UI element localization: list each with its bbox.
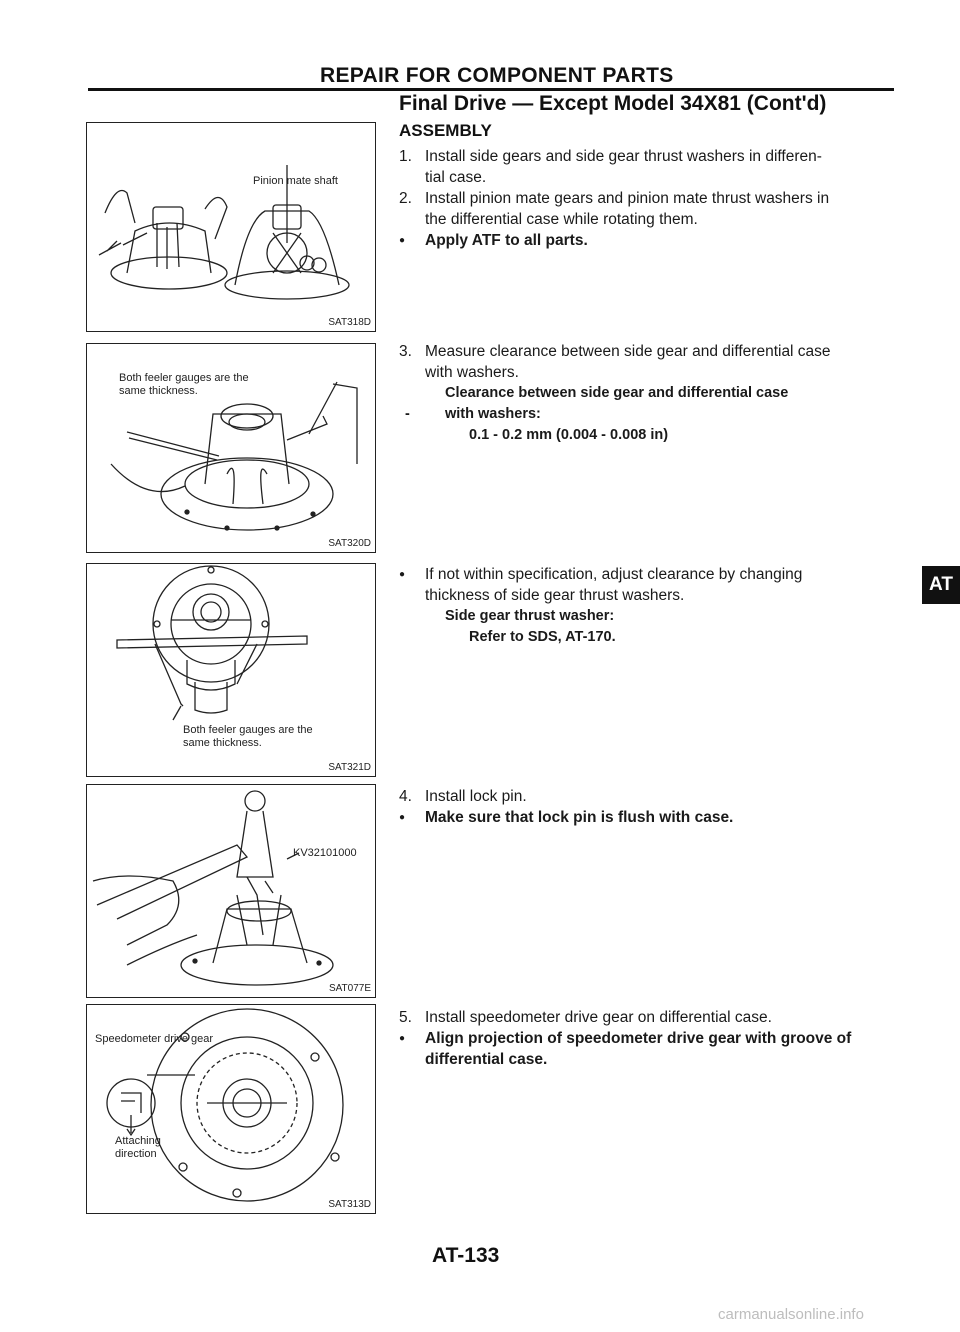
step-text: Install lock pin.	[425, 788, 527, 805]
label-line-1: Both feeler gauges are the	[119, 372, 249, 384]
figure-label-feeler-gauges: Both feeler gauges are the same thicknes…	[119, 372, 249, 398]
step-text: Measure clearance between side gear and …	[425, 343, 831, 360]
page-subtitle: Final Drive — Except Model 34X81 (Cont'd…	[399, 92, 827, 115]
spec-label: with washers:	[445, 406, 541, 422]
step-number: 4.	[399, 788, 412, 805]
figure-code: SAT313D	[328, 1199, 371, 1210]
label-line-1: Attaching	[115, 1135, 161, 1147]
step-bullet-text: Make sure that lock pin is flush with ca…	[425, 809, 734, 826]
dash-mark: -	[405, 406, 410, 422]
figure-sat313d: Speedometer drive gear Attaching directi…	[86, 1004, 376, 1214]
figure-code: SAT077E	[328, 983, 371, 994]
label-line-2: direction	[115, 1148, 157, 1160]
step-bullet-text: Align projection of speedometer drive ge…	[425, 1030, 852, 1047]
bullet-icon	[399, 809, 425, 826]
step-text: with washers.	[425, 364, 519, 381]
figure-code: SAT318D	[328, 317, 371, 328]
step-text: If not within specification, adjust clea…	[425, 566, 803, 583]
figure-sat077e: KV32101000 SAT077E	[86, 784, 376, 998]
header-rule	[88, 88, 894, 91]
figure-code: SAT320D	[328, 538, 371, 549]
figure-sat318d: Pinion mate shaft SAT318D	[86, 122, 376, 332]
spec-value: Refer to SDS, AT-170.	[469, 629, 616, 645]
feeler-gauge-illustration	[110, 381, 358, 531]
section-tab-at[interactable]: AT	[922, 566, 960, 604]
step-bullet-text: differential case.	[425, 1051, 548, 1068]
figure-label-attaching-direction: Attaching direction	[115, 1135, 161, 1161]
section-title: REPAIR FOR COMPONENT PARTS	[320, 64, 674, 87]
watermark-text: carmanualsonline.info	[718, 1306, 864, 1323]
step-text: tial case.	[425, 169, 487, 186]
page-number: AT-133	[432, 1244, 500, 1267]
hammer-lock-pin-illustration	[92, 790, 334, 986]
label-line-2: same thickness.	[119, 385, 198, 397]
figure-sat320d: Both feeler gauges are the same thicknes…	[86, 343, 376, 553]
step-bullet-text: Apply ATF to all parts.	[425, 232, 588, 249]
figure-label-speedometer-drive-gear: Speedometer drive gear	[95, 1033, 214, 1045]
step-number: 3.	[399, 343, 412, 360]
step-text: the differential case while rotating the…	[425, 211, 698, 228]
step-text: Install side gears and side gear thrust …	[425, 148, 822, 165]
assembly-heading: ASSEMBLY	[399, 121, 492, 140]
step-1-2: 1. Install side gears and side gear thrus…	[399, 146, 899, 251]
figure-label-feeler-gauges: Both feeler gauges are the same thicknes…	[183, 724, 313, 750]
bullet-icon	[399, 1030, 425, 1047]
step-number: 2.	[399, 190, 412, 207]
spec-label: Side gear thrust washer:	[445, 608, 615, 624]
bullet-icon	[399, 566, 425, 583]
spec-value: 0.1 - 0.2 mm (0.004 - 0.008 in)	[469, 427, 669, 443]
step-text: Install pinion mate gears and pinion mat…	[425, 190, 830, 207]
label-line-2: same thickness.	[183, 737, 262, 749]
step-3-adjust: If not within specification, adjust clea…	[399, 564, 899, 648]
step-3: 3. Measure clearance between side gear an…	[399, 341, 899, 446]
label-line-1: Both feeler gauges are the	[183, 724, 313, 736]
step-number: 1.	[399, 148, 412, 165]
step-4: 4. Install lock pin. Make sure that lock …	[399, 786, 899, 828]
figure-sat321d: Both feeler gauges are the same thicknes…	[86, 563, 376, 777]
step-text: Install speedometer drive gear on differ…	[425, 1009, 772, 1026]
step-text: thickness of side gear thrust washers.	[425, 587, 685, 604]
spec-label: Clearance between side gear and differen…	[445, 385, 789, 401]
step-5: 5. Install speedometer drive gear on diff…	[399, 1007, 899, 1070]
bullet-icon	[399, 232, 425, 249]
step-number: 5.	[399, 1009, 412, 1026]
figure-label-tool-number: KV32101000	[293, 847, 357, 859]
figure-code: SAT321D	[328, 762, 371, 773]
speedometer-gear-illustration	[106, 1008, 344, 1202]
figure-label-pinion-mate-shaft: Pinion mate shaft	[253, 175, 338, 187]
differential-case-illustration	[98, 165, 350, 300]
case-top-view-illustration	[116, 565, 308, 721]
